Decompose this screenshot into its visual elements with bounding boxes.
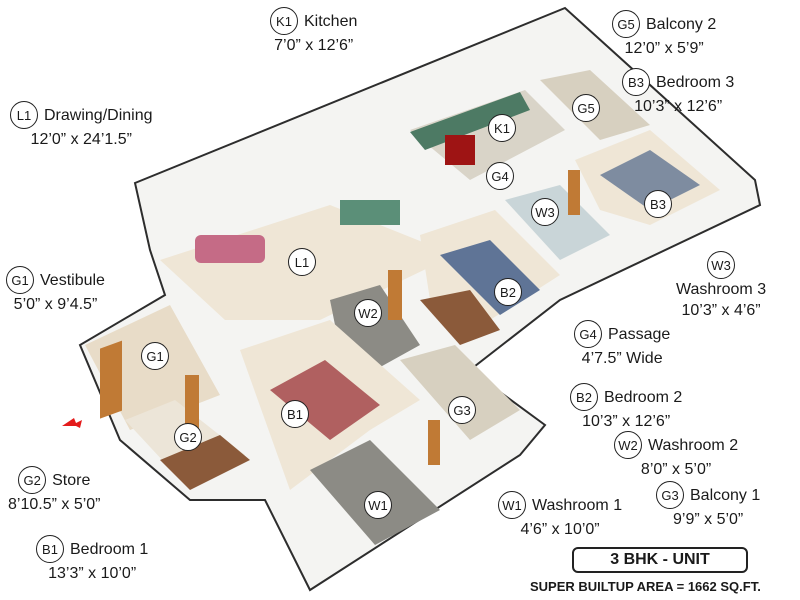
badge-w3: W3 bbox=[707, 251, 736, 279]
room-name-bedroom3: Bedroom 3 bbox=[656, 73, 735, 91]
balcony1-floor bbox=[400, 345, 520, 440]
room-dim-bedroom1: 13’3” x 10’0” bbox=[48, 565, 137, 582]
plan-marker-l1: L1 bbox=[288, 248, 316, 276]
plan-marker-w2: W2 bbox=[354, 299, 382, 327]
room-name-passage: Passage bbox=[608, 325, 671, 343]
room-name-balcony2: Balcony 2 bbox=[646, 15, 717, 33]
room-dim-kitchen: 7’0” x 12’6” bbox=[274, 37, 354, 54]
badge-b2: B2 bbox=[570, 383, 598, 411]
badge-g5: G5 bbox=[612, 10, 640, 38]
room-name-balcony1: Balcony 1 bbox=[690, 486, 761, 504]
kitchen-fridge bbox=[445, 135, 475, 165]
room-name-store: Store bbox=[52, 471, 91, 489]
room-name-washroom3: Washroom 3 bbox=[676, 281, 767, 298]
unit-title: 3 BHK - UNIT bbox=[572, 547, 748, 573]
label-washroom3: W3 Washroom 3 10’3” x 4’6” bbox=[676, 251, 766, 321]
bedroom3-bed bbox=[600, 150, 700, 210]
badge-w2: W2 bbox=[614, 431, 642, 459]
room-dim-balcony1: 9’9” x 5’0” bbox=[673, 511, 744, 528]
badge-l1: L1 bbox=[10, 101, 38, 129]
super-builtup-area: SUPER BUILTUP AREA = 1662 SQ.FT. bbox=[530, 579, 761, 594]
bedroom1-bed bbox=[270, 360, 380, 440]
label-balcony2: G5 Balcony 2 12’0” x 5’9” bbox=[612, 10, 716, 59]
label-kitchen: K1 Kitchen 7’0” x 12’6” bbox=[270, 7, 357, 56]
room-dim-bedroom2: 10’3” x 12’6” bbox=[582, 413, 671, 430]
label-bedroom2: B2 Bedroom 2 10’3” x 12’6” bbox=[570, 383, 682, 432]
plan-marker-b3: B3 bbox=[644, 190, 672, 218]
room-dim-washroom3: 10’3” x 4’6” bbox=[681, 302, 761, 319]
plan-marker-w3: W3 bbox=[531, 198, 559, 226]
entry-door bbox=[100, 340, 122, 419]
label-store: G2 Store 8’10.5” x 5’0” bbox=[8, 466, 101, 515]
plan-marker-w1: W1 bbox=[364, 491, 392, 519]
room-name-vestibule: Vestibule bbox=[40, 271, 105, 289]
plan-marker-g5: G5 bbox=[572, 94, 600, 122]
entry-arrow bbox=[62, 418, 82, 428]
store-door bbox=[185, 375, 199, 430]
label-passage: G4 Passage 4’7.5” Wide bbox=[574, 320, 670, 369]
room-name-kitchen: Kitchen bbox=[304, 12, 358, 30]
plan-marker-g2: G2 bbox=[174, 423, 202, 451]
label-balcony1: G3 Balcony 1 9’9” x 5’0” bbox=[656, 481, 760, 530]
plan-marker-b2: B2 bbox=[494, 278, 522, 306]
badge-g1: G1 bbox=[6, 266, 34, 294]
room-dim-washroom2: 8’0” x 5’0” bbox=[640, 461, 712, 478]
room-dim-store: 8’10.5” x 5’0” bbox=[8, 496, 101, 513]
badge-w1: W1 bbox=[498, 491, 526, 519]
label-bedroom1: B1 Bedroom 1 13’3” x 10’0” bbox=[36, 535, 148, 584]
room-dim-drawing: 12’0” x 24’1.5” bbox=[30, 131, 132, 148]
plan-marker-k1: K1 bbox=[488, 114, 516, 142]
plan-marker-g1: G1 bbox=[141, 342, 169, 370]
badge-b1: B1 bbox=[36, 535, 64, 563]
plan-marker-b1: B1 bbox=[281, 400, 309, 428]
kitchen-counter bbox=[410, 92, 530, 150]
label-washroom1: W1 Washroom 1 4’6” x 10’0” bbox=[498, 491, 622, 540]
badge-g2: G2 bbox=[18, 466, 47, 494]
room-dim-passage: 4’7.5” Wide bbox=[581, 350, 663, 367]
washroom1-door bbox=[428, 420, 440, 465]
room-name-bedroom2: Bedroom 2 bbox=[604, 388, 683, 406]
plan-marker-g4: G4 bbox=[486, 162, 514, 190]
passage-floor bbox=[420, 290, 500, 345]
badge-g4: G4 bbox=[574, 320, 602, 348]
bedroom3-door bbox=[568, 170, 580, 215]
room-name-washroom2: Washroom 2 bbox=[648, 436, 739, 454]
store-shelf bbox=[160, 435, 250, 490]
room-dim-balcony2: 12’0” x 5’9” bbox=[624, 40, 704, 57]
room-name-washroom1: Washroom 1 bbox=[532, 496, 623, 514]
label-bedroom3: B3 Bedroom 3 10’3” x 12’6” bbox=[622, 68, 734, 117]
label-drawing-dining: L1 Drawing/Dining 12’0” x 24’1.5” bbox=[10, 101, 153, 150]
label-vestibule: G1 Vestibule 5’0” x 9’4.5” bbox=[6, 266, 105, 315]
room-dim-vestibule: 5’0” x 9’4.5” bbox=[13, 296, 98, 313]
badge-g3: G3 bbox=[656, 481, 684, 509]
dining-table bbox=[340, 200, 400, 225]
room-dim-bedroom3: 10’3” x 12’6” bbox=[634, 98, 723, 115]
washroom3-floor bbox=[505, 185, 610, 260]
washroom2-door bbox=[388, 270, 402, 320]
sofa bbox=[195, 235, 265, 263]
label-washroom2: W2 Washroom 2 8’0” x 5’0” bbox=[614, 431, 738, 480]
room-dim-washroom1: 4’6” x 10’0” bbox=[520, 521, 600, 538]
plan-marker-g3: G3 bbox=[448, 396, 476, 424]
badge-k1: K1 bbox=[270, 7, 298, 35]
badge-b3: B3 bbox=[622, 68, 650, 96]
room-name-drawing: Drawing/Dining bbox=[44, 106, 153, 124]
room-name-bedroom1: Bedroom 1 bbox=[70, 540, 149, 558]
